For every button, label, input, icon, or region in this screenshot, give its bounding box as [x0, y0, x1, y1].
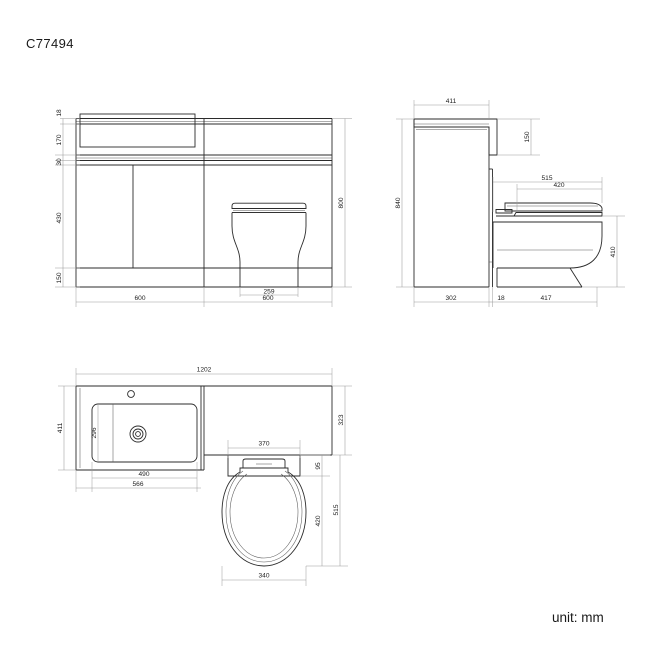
plan-dim-toilet-depths: 95 420 515: [300, 454, 348, 567]
svg-text:150: 150: [524, 131, 531, 142]
unit-label: unit: mm: [552, 610, 604, 625]
plan-dim-worktop-depth: 323: [332, 385, 352, 456]
plan-dim-overall-width: 1202: [75, 366, 333, 386]
svg-text:420: 420: [553, 182, 564, 189]
svg-text:411: 411: [446, 98, 457, 105]
svg-text:800: 800: [338, 197, 345, 208]
front-drawer-panel: [79, 113, 196, 148]
svg-text:411: 411: [57, 422, 64, 433]
svg-text:515: 515: [541, 175, 552, 182]
side-dim-bottom: 302 18 417: [413, 287, 598, 307]
plan-toilet: [221, 455, 307, 567]
plan-worktop-outline: [75, 385, 333, 471]
svg-text:490: 490: [138, 471, 149, 478]
svg-text:296: 296: [91, 427, 98, 438]
svg-text:18: 18: [497, 295, 505, 302]
side-dim-upstand: 150: [497, 118, 540, 156]
svg-text:840: 840: [395, 197, 402, 208]
page-title: C77494: [26, 36, 74, 51]
plan-dim-basin-widths: 490 566: [75, 462, 201, 492]
svg-text:410: 410: [610, 246, 617, 257]
side-dim-toilet-depths: 515 420: [492, 175, 603, 212]
dim-front-toilet-unit-width: 600: [262, 295, 273, 302]
side-back-panel: [489, 168, 493, 287]
dim-front-cabinet-width: 600: [134, 295, 145, 302]
side-dim-counter-depth: 411: [413, 98, 490, 119]
dim-front-pan-width: 259: [263, 288, 274, 295]
front-dim-bottom: 600 259 600: [75, 287, 333, 307]
plan-dim-unit-depth: 411: [57, 385, 76, 471]
svg-text:302: 302: [445, 295, 456, 302]
svg-text:420: 420: [315, 515, 322, 526]
front-dim-overall-height: 800: [332, 118, 352, 288]
svg-text:515: 515: [333, 504, 340, 515]
side-dim-pan-height: 410: [582, 215, 625, 288]
side-cabinet-outline: [413, 118, 498, 288]
dim-front-top-thickness: 18: [56, 109, 63, 117]
svg-text:323: 323: [338, 414, 345, 425]
svg-text:1202: 1202: [197, 366, 212, 373]
dim-front-door-height: 430: [56, 212, 63, 223]
plan-dim-bowl-depth: 296: [91, 404, 99, 462]
plan-dim-toilet-width: 340: [221, 566, 307, 586]
svg-text:95: 95: [315, 462, 322, 470]
side-dim-overall-height: 840: [395, 118, 414, 288]
side-toilet-profile: [492, 202, 603, 288]
svg-text:566: 566: [132, 481, 143, 488]
front-toilet-pan: [231, 202, 307, 287]
svg-text:370: 370: [258, 440, 269, 447]
front-dim-left-stack: 18 170 30 430 150: [55, 109, 80, 288]
dim-front-drawer-height: 170: [56, 134, 63, 145]
dim-front-plinth-height: 150: [56, 272, 63, 283]
svg-text:340: 340: [258, 572, 269, 579]
dim-front-counter-gap: 30: [56, 158, 63, 166]
svg-text:417: 417: [540, 295, 551, 302]
plan-basin-bowl: [91, 390, 198, 463]
